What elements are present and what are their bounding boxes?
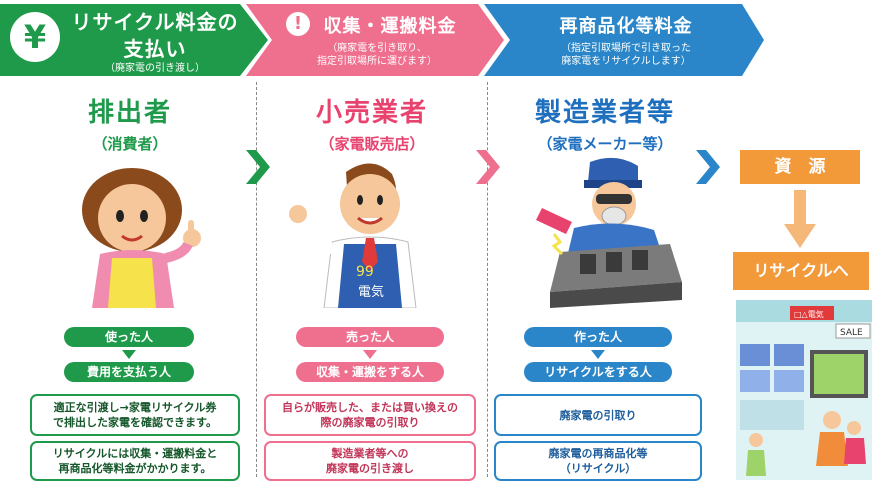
flow-arrow-icon xyxy=(476,150,500,184)
pay-title: リサイクル料金の 支払い （廃家電の引き渡し） xyxy=(70,6,240,75)
manufacturer-pickup-line1: 廃家電の引取り xyxy=(559,408,637,422)
consumer-fee-box: リサイクルには収集・運搬料金と 再商品化等料金がかかります。 xyxy=(30,441,240,481)
consumer-heading: 排出者 （消費者） xyxy=(40,92,220,154)
flow-arrow-icon xyxy=(696,150,720,184)
retailer-heading: 小売業者 （家電販売店） xyxy=(272,92,472,154)
exclamation-icon: ! xyxy=(286,12,310,36)
remanufacture-note: （指定引取場所で引き取った 廃家電をリサイクルします） xyxy=(510,42,742,68)
column-divider xyxy=(256,82,257,477)
down-arrow-icon xyxy=(122,350,136,359)
manufacturer-pickup-box: 廃家電の引取り xyxy=(494,394,702,436)
retailer-illustration: 99 電気 xyxy=(289,163,417,308)
consumer-name: 排出者 xyxy=(87,98,172,128)
retailer-name: 小売業者 xyxy=(315,98,428,128)
retailer-role-pill: 売った人 xyxy=(296,327,444,347)
retailer-handover-line1: 製造業者等への xyxy=(331,447,409,460)
apron-number: 99 xyxy=(356,264,374,280)
down-arrow-icon xyxy=(591,350,605,359)
manufacturer-paren: （家電メーカー等） xyxy=(537,135,673,153)
consumer-fee-line2: 再商品化等料金がかかります。 xyxy=(58,462,212,475)
electronics-store-illustration: □△電気 SALE xyxy=(736,300,872,480)
retailer-duty-pill: 収集・運搬をする人 xyxy=(296,362,444,382)
column-divider xyxy=(487,82,488,477)
fee-banner-shapes xyxy=(0,4,764,76)
manufacturer-illustration xyxy=(536,157,682,308)
collect-title-block: 収集・運搬料金 xyxy=(310,12,470,38)
pay-segment xyxy=(0,4,268,76)
retailer-pickup-line2: 際の廃家電の引取り xyxy=(320,416,420,429)
collect-note-line1: （廃家電を引き取り、 xyxy=(327,43,427,54)
yen-icon: ¥ xyxy=(10,12,60,62)
down-arrow-icon xyxy=(784,190,816,248)
recycle-label: リサイクルへ xyxy=(733,252,869,290)
retailer-handover-line2: 廃家電の引き渡し xyxy=(326,462,414,475)
retailer-pickup-line1: 自らが販売した、または買い換えの xyxy=(282,401,458,414)
resource-label: 資 源 xyxy=(740,150,860,184)
apron-label: 電気 xyxy=(358,284,384,300)
consumer-paren: （消費者） xyxy=(92,135,168,153)
collect-title: 収集・運搬料金 xyxy=(323,16,457,37)
manufacturer-role-pill: 作った人 xyxy=(524,327,672,347)
consumer-note-box: 適正な引渡し→家電リサイクル券 で排出した家電を確認できます。 xyxy=(30,394,240,436)
pay-note: （廃家電の引き渡し） xyxy=(105,63,205,74)
consumer-note-line2: で排出した家電を確認できます。 xyxy=(53,416,217,429)
store-sign-text: □△電気 xyxy=(794,309,824,319)
collect-note: （廃家電を引き取り、 指定引取場所に運びます） xyxy=(272,42,482,68)
pay-title-line2: 支払い xyxy=(123,37,187,61)
fee-banner: ¥ リサイクル料金の 支払い （廃家電の引き渡し） ! 収集・運搬料金 （廃家電… xyxy=(0,0,877,82)
remanufacture-segment xyxy=(484,4,764,76)
remanufacture-title: 再商品化等料金 xyxy=(559,16,693,37)
manufacturer-heading: 製造業者等 （家電メーカー等） xyxy=(500,92,710,154)
consumer-duty-pill: 費用を支払う人 xyxy=(64,362,194,382)
manufacturer-recycle-box: 廃家電の再商品化等 （リサイクル） xyxy=(494,441,702,481)
consumer-illustration xyxy=(82,168,201,308)
remanufacture-note-line1: （指定引取場所で引き取った xyxy=(561,43,691,54)
down-arrow-icon xyxy=(363,350,377,359)
consumer-note-line1: 適正な引渡し→家電リサイクル券 xyxy=(53,401,217,414)
manufacturer-duty-pill: リサイクルをする人 xyxy=(524,362,672,382)
consumer-fee-line1: リサイクルには収集・運搬料金と xyxy=(52,447,218,460)
retailer-pickup-box: 自らが販売した、または買い換えの 際の廃家電の引取り xyxy=(264,394,476,436)
retailer-paren: （家電販売店） xyxy=(319,135,425,153)
manufacturer-recycle-line1: 廃家電の再商品化等 xyxy=(548,447,648,460)
collect-note-line2: 指定引取場所に運びます） xyxy=(317,56,437,67)
pay-title-line1: リサイクル料金の xyxy=(71,10,239,34)
consumer-role-pill: 使った人 xyxy=(64,327,194,347)
collect-segment xyxy=(246,4,504,76)
retailer-handover-box: 製造業者等への 廃家電の引き渡し xyxy=(264,441,476,481)
remanufacture-title-block: 再商品化等料金 xyxy=(510,12,742,38)
sale-sign-text: SALE xyxy=(840,328,863,338)
remanufacture-note-line2: 廃家電をリサイクルします） xyxy=(561,56,691,67)
manufacturer-recycle-line2: （リサイクル） xyxy=(559,462,637,475)
flow-arrow-icon xyxy=(246,150,270,184)
manufacturer-name: 製造業者等 xyxy=(534,98,675,128)
